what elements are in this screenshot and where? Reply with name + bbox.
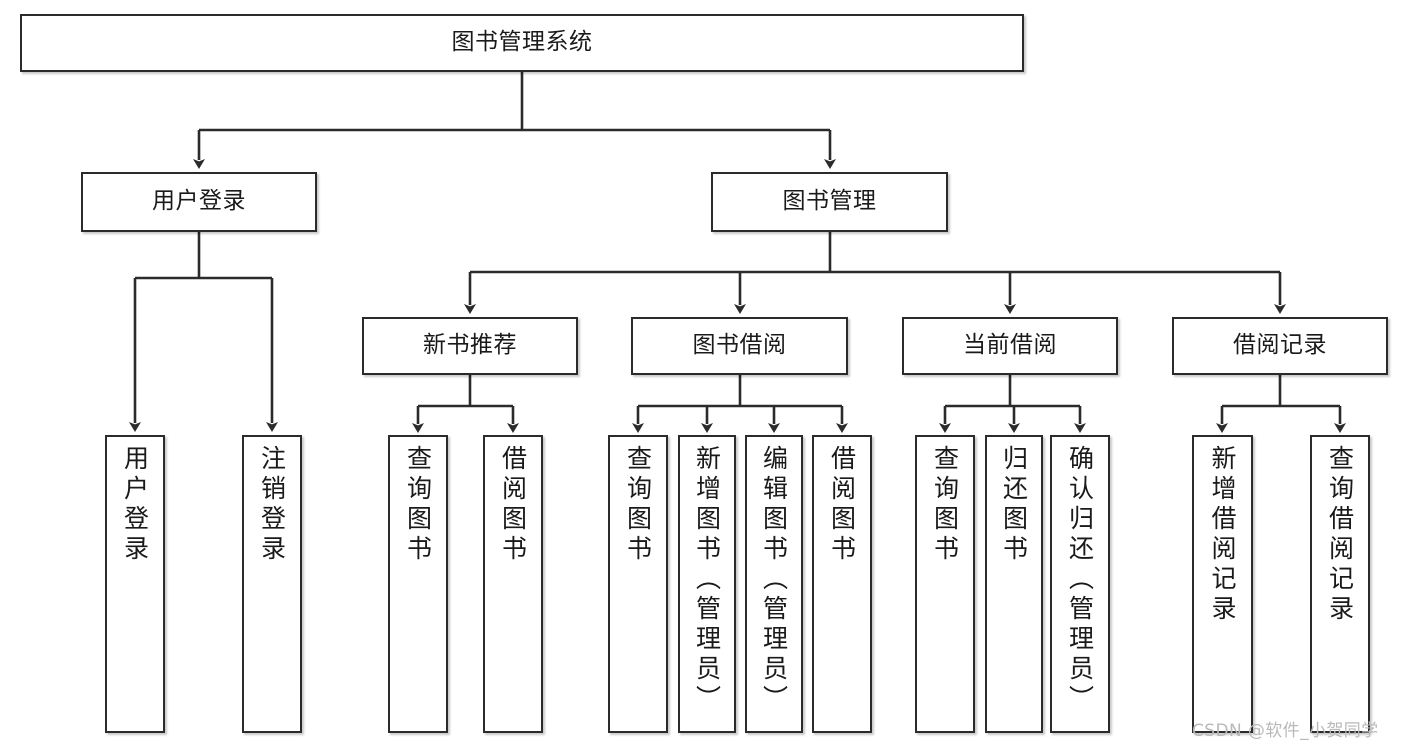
node-leaf-query-book-3[interactable]: 查询图书: [915, 435, 975, 733]
node-leaf-confirm-return[interactable]: 确认归还（管理员）: [1050, 435, 1110, 733]
node-leaf-user-login[interactable]: 用户登录: [105, 435, 165, 733]
node-leaf-query-book-3-label: 查询图书: [930, 445, 960, 565]
node-leaf-borrow-book-2[interactable]: 借阅图书: [812, 435, 872, 733]
edge-group-root: [193, 72, 836, 169]
node-leaf-borrow-book-1-label: 借阅图书: [498, 445, 528, 565]
node-leaf-edit-book[interactable]: 编辑图书（管理员）: [745, 435, 803, 733]
node-borrow-record[interactable]: 借阅记录: [1172, 317, 1388, 375]
edge-group-new-book-recommend: [412, 375, 519, 433]
node-leaf-query-book-2-label: 查询图书: [623, 445, 653, 565]
node-user-login-label: 用户登录: [152, 188, 246, 215]
node-leaf-query-book-1[interactable]: 查询图书: [388, 435, 448, 733]
watermark: CSDN @软件_小贺同学: [1192, 721, 1379, 741]
edge-group-book-manage: [464, 232, 1286, 314]
node-book-manage-label: 图书管理: [782, 188, 877, 215]
edge-group-user-login: [129, 232, 278, 432]
node-new-book-recommend[interactable]: 新书推荐: [362, 317, 578, 375]
node-current-borrow-label: 当前借阅: [963, 332, 1057, 359]
node-leaf-add-book-label: 新增图书（管理员）: [692, 445, 722, 715]
node-leaf-add-book[interactable]: 新增图书（管理员）: [678, 435, 736, 733]
edge-group-current-borrow: [939, 375, 1086, 433]
node-user-login[interactable]: 用户登录: [81, 172, 317, 232]
node-leaf-confirm-return-label: 确认归还（管理员）: [1065, 445, 1095, 715]
node-book-borrow[interactable]: 图书借阅: [631, 317, 848, 375]
node-leaf-query-record-label: 查询借阅记录: [1325, 445, 1355, 625]
node-leaf-add-record[interactable]: 新增借阅记录: [1192, 435, 1253, 733]
node-leaf-user-login-label: 用户登录: [120, 445, 150, 565]
node-leaf-return-book[interactable]: 归还图书: [985, 435, 1043, 733]
edge-group-borrow-record: [1216, 375, 1346, 433]
node-leaf-return-book-label: 归还图书: [999, 445, 1029, 565]
node-leaf-borrow-book-2-label: 借阅图书: [827, 445, 857, 565]
edge-group-book-borrow: [632, 375, 848, 433]
node-book-manage[interactable]: 图书管理: [711, 172, 948, 232]
node-leaf-logout-label: 注销登录: [257, 445, 287, 565]
node-root-label: 图书管理系统: [451, 29, 593, 56]
node-borrow-record-label: 借阅记录: [1233, 332, 1327, 359]
node-leaf-edit-book-label: 编辑图书（管理员）: [759, 445, 789, 715]
node-book-borrow-label: 图书借阅: [692, 332, 787, 359]
node-leaf-add-record-label: 新增借阅记录: [1208, 445, 1237, 625]
node-leaf-query-book-1-label: 查询图书: [403, 445, 433, 565]
node-leaf-query-book-2[interactable]: 查询图书: [608, 435, 668, 733]
node-new-book-recommend-label: 新书推荐: [423, 332, 517, 359]
node-current-borrow[interactable]: 当前借阅: [902, 317, 1118, 375]
node-leaf-query-record[interactable]: 查询借阅记录: [1310, 435, 1370, 733]
node-root[interactable]: 图书管理系统: [20, 14, 1024, 72]
node-leaf-logout[interactable]: 注销登录: [242, 435, 302, 733]
node-leaf-borrow-book-1[interactable]: 借阅图书: [483, 435, 543, 733]
